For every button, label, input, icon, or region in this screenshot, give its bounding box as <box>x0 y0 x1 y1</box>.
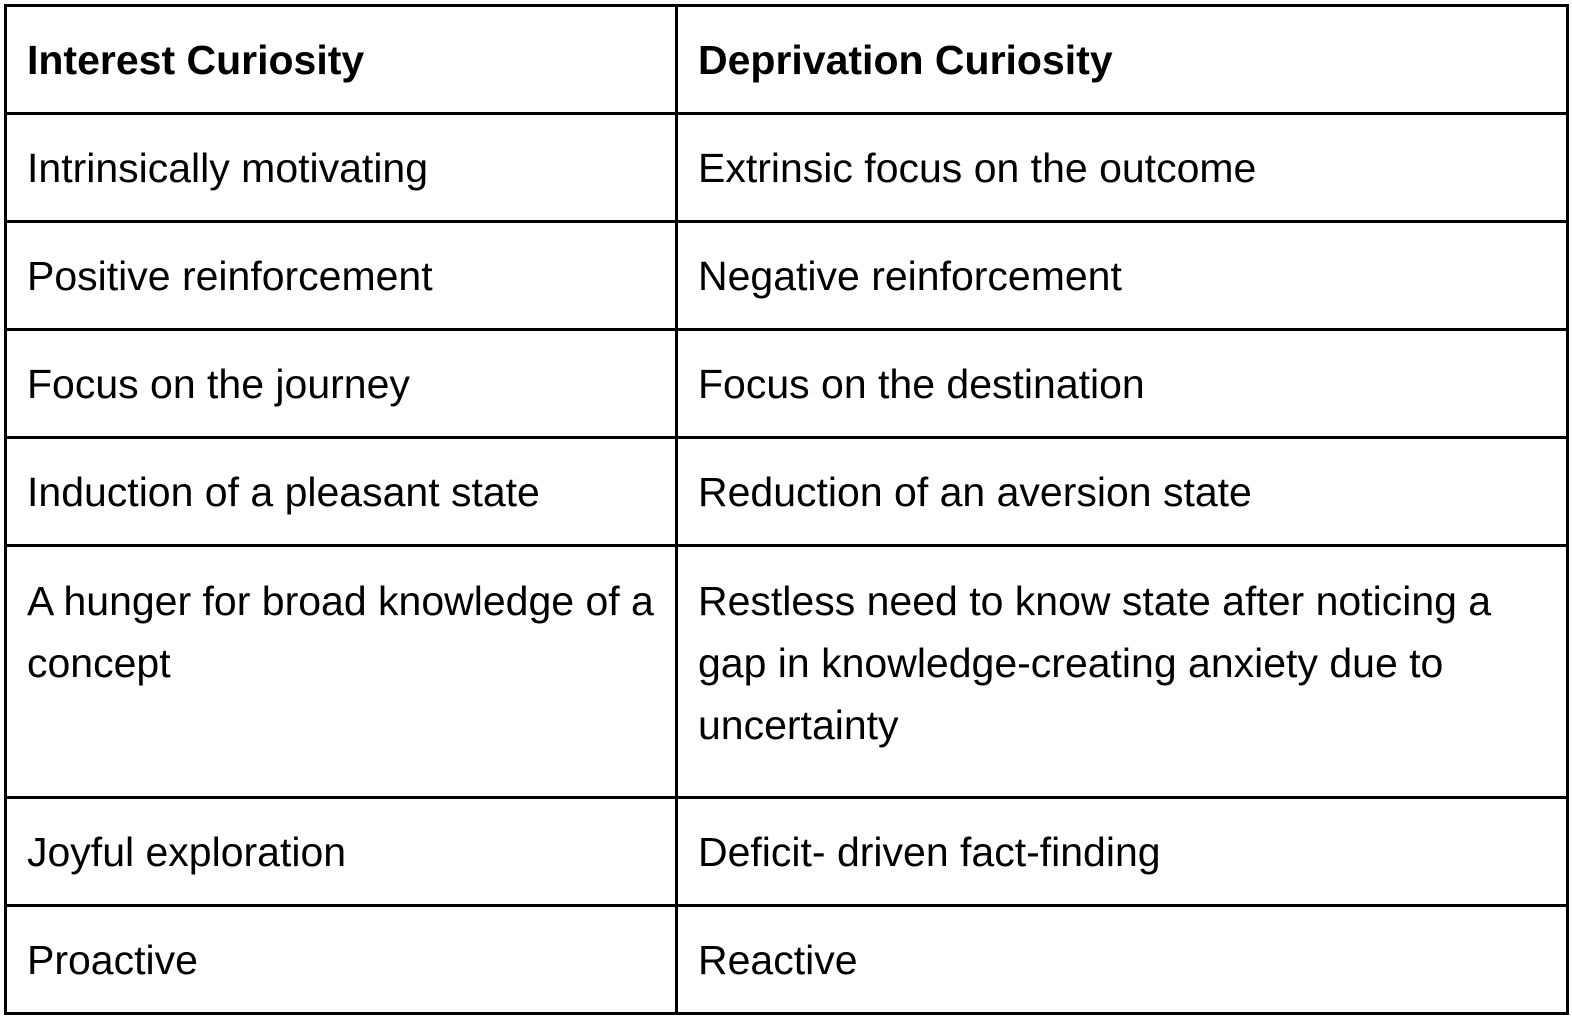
table-row: Positive reinforcement Negative reinforc… <box>4 220 1569 331</box>
table-cell-interest: Proactive <box>4 904 678 1015</box>
table-cell-deprivation: Negative reinforcement <box>675 220 1569 331</box>
table-row: A hunger for broad knowledge of a concep… <box>4 544 1569 799</box>
table-row: Proactive Reactive <box>4 904 1569 1015</box>
table-cell-interest: Joyful exploration <box>4 796 678 907</box>
table-cell-interest: Focus on the journey <box>4 328 678 439</box>
table-row: Intrinsically motivating Extrinsic focus… <box>4 112 1569 223</box>
table-cell-deprivation: Reduction of an aversion state <box>675 436 1569 547</box>
table-cell-interest: Positive reinforcement <box>4 220 678 331</box>
table-cell-interest: Intrinsically motivating <box>4 112 678 223</box>
header-deprivation-curiosity: Deprivation Curiosity <box>675 4 1569 115</box>
comparison-table: Interest Curiosity Deprivation Curiosity… <box>4 4 1569 1015</box>
table-cell-interest: Induction of a pleasant state <box>4 436 678 547</box>
table-cell-deprivation: Focus on the destination <box>675 328 1569 439</box>
table-row: Focus on the journey Focus on the destin… <box>4 328 1569 439</box>
table-row: Joyful exploration Deficit- driven fact-… <box>4 796 1569 907</box>
table-cell-deprivation: Deficit- driven fact-finding <box>675 796 1569 907</box>
table-cell-deprivation: Reactive <box>675 904 1569 1015</box>
header-interest-curiosity: Interest Curiosity <box>4 4 678 115</box>
table-cell-deprivation: Restless need to know state after notici… <box>675 544 1569 799</box>
table-row: Induction of a pleasant state Reduction … <box>4 436 1569 547</box>
table-cell-interest: A hunger for broad knowledge of a concep… <box>4 544 678 799</box>
table-header-row: Interest Curiosity Deprivation Curiosity <box>4 4 1569 115</box>
table-cell-deprivation: Extrinsic focus on the outcome <box>675 112 1569 223</box>
